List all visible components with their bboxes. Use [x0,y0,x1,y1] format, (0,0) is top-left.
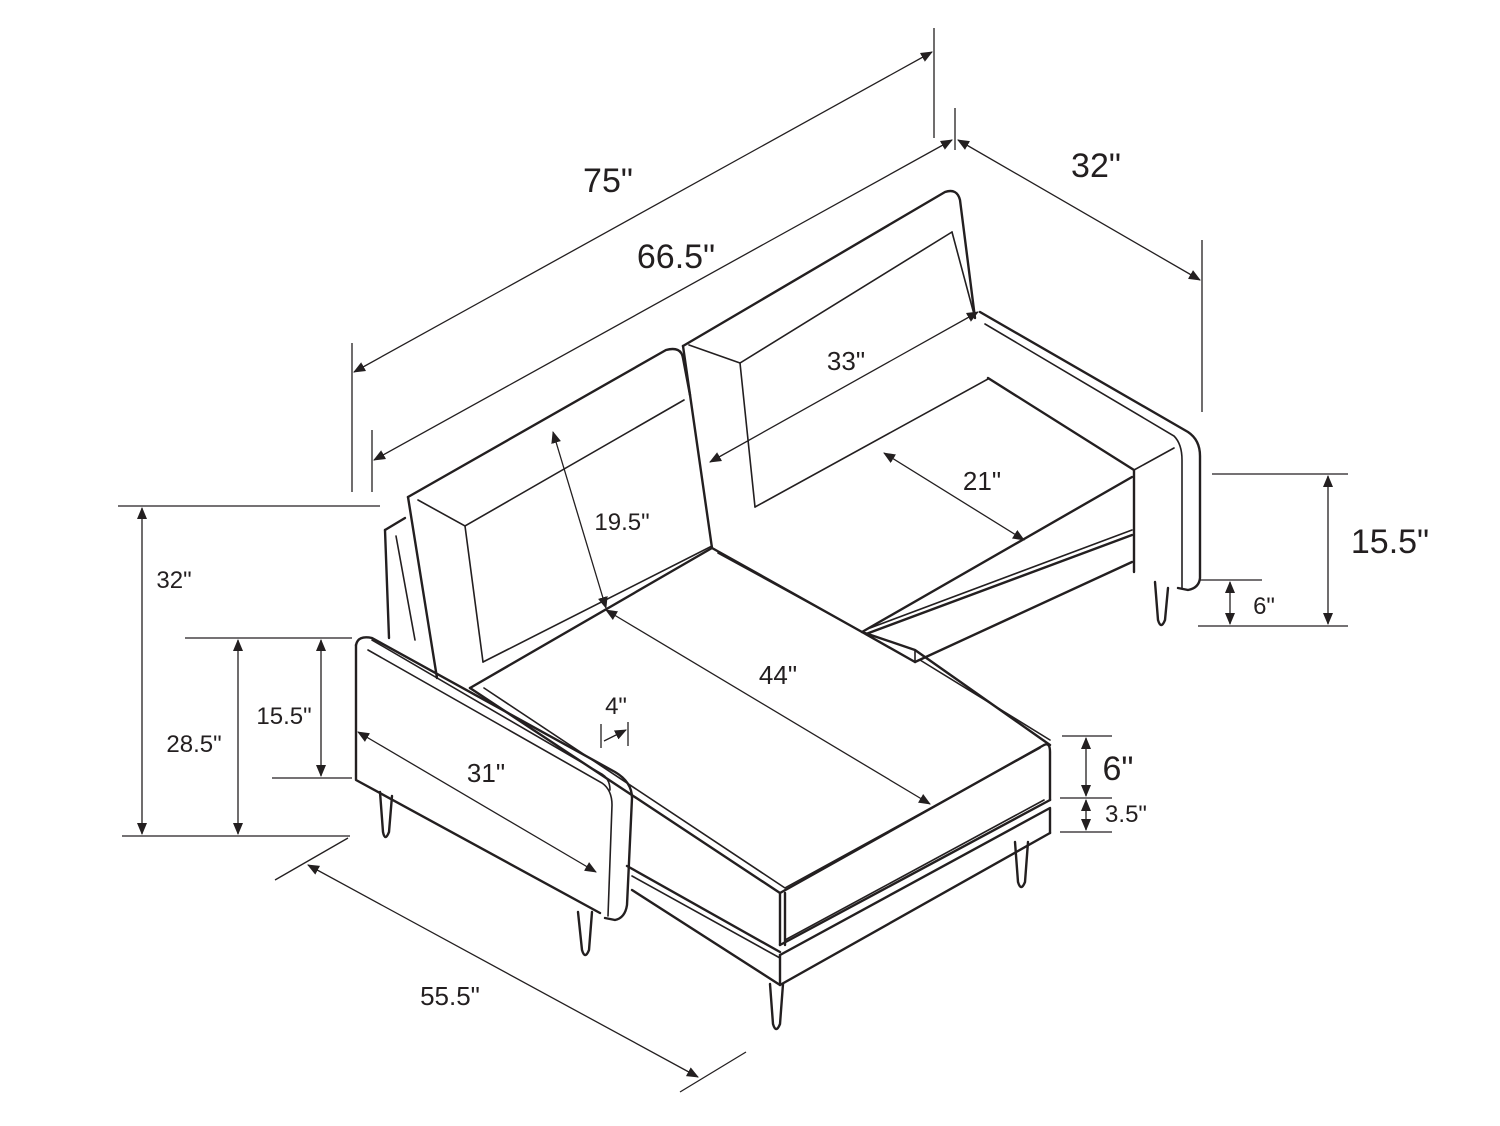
label-arm-height-total: 28.5" [166,731,221,758]
chaise-seat [468,546,1052,987]
label-arm-width: 4" [605,693,627,720]
label-frame-thickness: 3.5" [1105,801,1147,828]
leg-front-right [768,982,785,1031]
leg-back-right [1153,580,1170,627]
label-arm-length: 31" [467,758,505,788]
left-arm [354,636,782,987]
label-cushion-thickness: 6" [1103,750,1134,788]
right-arm [978,310,1202,592]
label-chaise-depth: 55.5" [420,981,480,1011]
left-frame-edge [383,516,416,641]
leg-chaise-right [1013,840,1030,889]
label-overall-width: 75" [583,162,633,200]
label-seat-depth: 21" [963,466,1001,496]
label-back-height: 19.5" [594,509,649,536]
leg-front-middle [576,910,594,957]
dimension-lines [118,28,1348,1093]
left-back-cushion [406,347,713,680]
dimension-labels: 75" 66.5" 32" 33" 21" 15.5" 6" 19.5" 44"… [156,147,1429,1011]
label-chaise-length: 44" [759,660,797,690]
label-back-width: 33" [827,346,865,376]
label-seat-width: 66.5" [637,238,715,276]
label-arm-height-left: 15.5" [256,703,311,730]
right-seat-cushion [710,475,1134,664]
sofa-drawing [354,189,1202,1031]
label-overall-height: 32" [156,567,191,594]
legs [378,580,1170,1031]
label-depth-main: 32" [1071,147,1121,185]
label-leg-height-right: 6" [1253,593,1275,620]
label-arm-height-right: 15.5" [1351,523,1429,561]
